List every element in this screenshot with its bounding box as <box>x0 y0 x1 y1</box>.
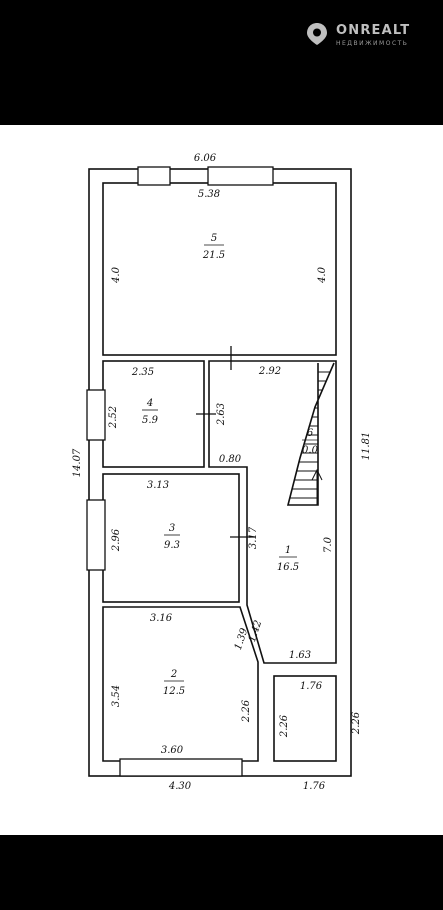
dim-r4-left: 2.52 <box>108 406 119 429</box>
room-4-label: 4 5.9 <box>142 398 159 426</box>
dim-r5-left: 4.0 <box>111 266 122 284</box>
niche-outline <box>273 675 337 762</box>
dim-r2-top: 3.16 <box>150 613 173 624</box>
room-5-label: 5 21.5 <box>202 233 225 261</box>
watermark-logo: ONREALT НЕДВИЖИМОСТЬ <box>306 22 436 50</box>
room-6-label: 6 0.0 <box>302 428 319 456</box>
staircase <box>289 371 331 499</box>
dim-corridor-top: 2.92 <box>258 366 281 377</box>
dim-r1-height: 7.0 <box>323 536 334 553</box>
dim-bottom-right: 1.76 <box>303 781 326 792</box>
room-2-area: 12.5 <box>163 686 185 697</box>
window-left-room3 <box>86 499 106 571</box>
watermark-tagline: НЕДВИЖИМОСТЬ <box>336 40 409 47</box>
room-5-number: 5 <box>211 233 217 244</box>
window-bottom <box>119 758 243 777</box>
room-3-label: 3 9.3 <box>164 523 180 551</box>
dim-r4-top: 2.35 <box>131 367 154 378</box>
dim-r3-left: 2.96 <box>111 528 122 552</box>
room-6-area: 0.0 <box>302 445 319 456</box>
watermark-brand: ONREALT <box>336 23 411 38</box>
dim-niche-top: 1.76 <box>300 681 323 692</box>
room-2-label: 2 12.5 <box>163 669 185 697</box>
dim-left-overall: 14.07 <box>72 448 83 477</box>
room-1-outline <box>208 360 337 664</box>
window-top-right <box>207 166 274 186</box>
room-2-outline <box>102 606 259 762</box>
room-4-number: 4 <box>146 398 153 409</box>
top-black-band: ONREALT НЕДВИЖИМОСТЬ <box>0 0 443 125</box>
dim-niche-left: 2.26 <box>279 714 290 738</box>
room-1-label: 1 16.5 <box>277 545 299 573</box>
stair-arrow-head <box>311 468 323 481</box>
dim-r3-right: 3.17 <box>248 526 259 549</box>
dim-r2-bottom: 3.60 <box>161 745 184 756</box>
room-3-area: 9.3 <box>164 540 180 551</box>
floor-plan-sheet <box>0 125 443 835</box>
dim-r2-left: 3.54 <box>111 685 122 707</box>
dim-top-outer: 6.06 <box>194 153 217 164</box>
location-pin-icon <box>307 23 327 45</box>
room-5-outline <box>102 182 337 356</box>
room-3-outline <box>102 473 240 603</box>
dim-top-inner: 5.38 <box>198 189 220 200</box>
room-6-number: 6 <box>307 428 314 439</box>
dim-bottom-left: 4.30 <box>168 781 192 792</box>
dim-niche-right: 2.26 <box>351 711 362 735</box>
dim-r5-right: 4.0 <box>317 266 328 284</box>
dim-r2-right: 2.26 <box>241 699 252 723</box>
dim-r1-bottom: 1.63 <box>289 650 311 661</box>
window-top-left <box>137 166 171 186</box>
room-1-number: 1 <box>285 545 291 556</box>
bottom-black-band <box>0 835 443 910</box>
dim-r3-top: 3.13 <box>147 480 169 491</box>
window-left-room4 <box>86 389 106 441</box>
dim-right-overall: 11.81 <box>361 432 372 461</box>
dim-corridor-step: 0.80 <box>219 454 242 465</box>
room-4-area: 5.9 <box>142 415 159 426</box>
room-1-area: 16.5 <box>277 562 299 573</box>
room-2-number: 2 <box>170 669 177 680</box>
room-5-area: 21.5 <box>202 250 225 261</box>
dim-r4-right: 2.63 <box>216 403 227 426</box>
room-3-number: 3 <box>169 523 175 534</box>
stair-outline <box>286 362 335 506</box>
